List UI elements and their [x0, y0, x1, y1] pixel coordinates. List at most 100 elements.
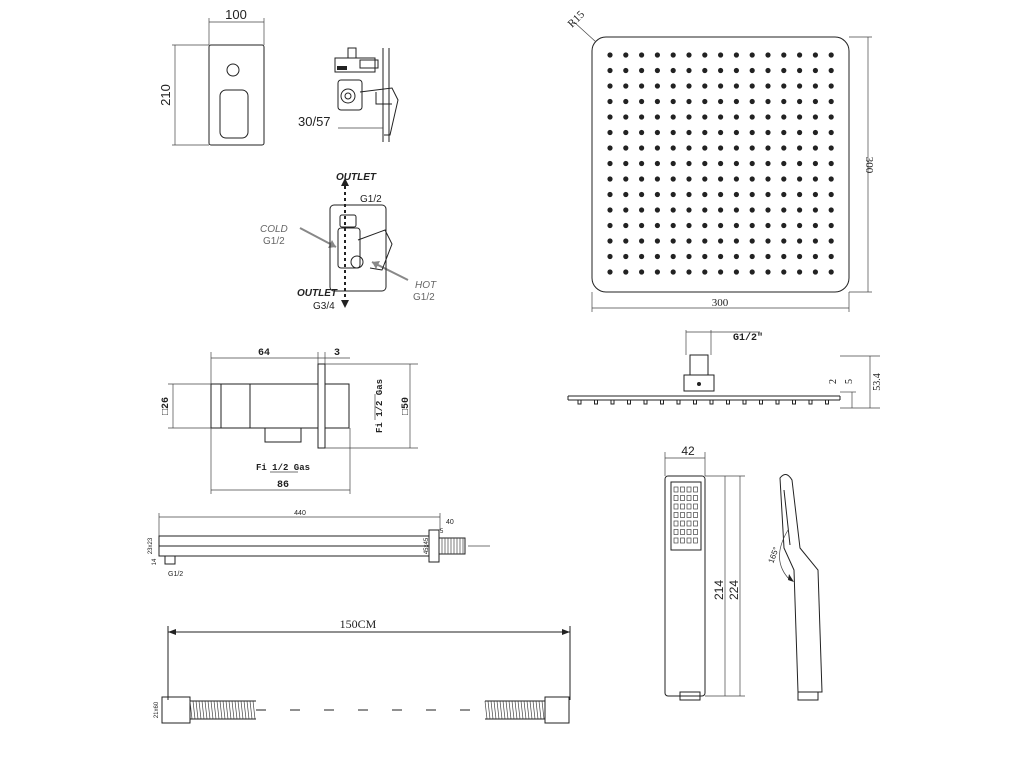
nozzle-dot: [607, 160, 613, 167]
hand-nozzle: [673, 520, 679, 527]
shower-arm-section: 23x23: [148, 537, 154, 554]
cold-size: G1/2: [263, 236, 285, 247]
nozzle-dot: [781, 176, 787, 182]
nozzle-dot: [812, 238, 819, 244]
nozzle-dot: [797, 129, 803, 136]
nozzle-dot: [781, 191, 787, 198]
nozzle-grid: [607, 52, 834, 275]
nozzle-dot: [670, 98, 676, 105]
nozzle-dot: [828, 160, 834, 167]
nozzle-dot: [654, 253, 661, 260]
nozzle-dot: [686, 176, 692, 182]
nozzle-dot: [765, 191, 771, 198]
hose-coil: [252, 700, 256, 720]
nozzle-dot: [686, 238, 692, 244]
nozzle-dot: [828, 269, 834, 275]
hose-coil: [228, 700, 232, 720]
hose-coil: [502, 700, 506, 720]
rain-head-width-label: 300: [712, 297, 729, 309]
hand-nozzle: [693, 495, 698, 501]
wall-outlet-length-total: 86: [277, 480, 289, 491]
rain-head-top-view: R15 300 300: [566, 8, 875, 312]
nozzle-dot: [765, 83, 771, 89]
side-nozzle: [808, 400, 813, 405]
nozzle-dot: [702, 98, 708, 105]
nozzle-dot: [623, 160, 629, 167]
hose-coil: [499, 700, 503, 720]
nozzle-dot: [607, 114, 613, 120]
nozzle-dot: [654, 98, 661, 105]
wall-outlet-square: □26: [161, 397, 172, 415]
outlet-top-size: G1/2: [360, 194, 382, 205]
nozzle-dot: [639, 176, 645, 182]
valve-depth-label: 30/57: [298, 114, 331, 129]
hose-coil: [234, 700, 238, 720]
hand-nozzle: [693, 503, 698, 510]
nozzle-dot: [654, 114, 661, 120]
nozzle-dot: [670, 222, 676, 229]
wall-outlet-side: □50: [401, 397, 412, 415]
nozzle-dot: [639, 98, 645, 105]
nozzle-dot: [718, 114, 724, 120]
nozzle-dot: [718, 222, 724, 229]
nozzle-dot: [670, 191, 676, 198]
nozzle-dot: [765, 160, 771, 167]
hand-nozzle: [673, 529, 679, 535]
side-nozzle: [610, 400, 615, 405]
hose-coil: [520, 700, 524, 720]
nozzle-dot: [828, 222, 834, 229]
hose-coil: [517, 700, 521, 720]
hand-shower-angle: 165°: [767, 546, 781, 565]
side-nozzle: [627, 400, 631, 405]
nozzle-dot: [828, 114, 834, 120]
rain-head-dim-total: 53.4: [872, 373, 883, 391]
nozzle-dot: [797, 269, 803, 275]
nozzle-dot: [623, 222, 629, 229]
outlet-bottom-size: G3/4: [313, 301, 335, 312]
side-nozzle: [792, 400, 796, 405]
nozzle-dot: [718, 253, 724, 260]
nozzle-dot: [670, 114, 676, 120]
nozzle-dot: [812, 114, 819, 120]
hose-coil: [240, 700, 244, 720]
wall-outlet-thread-side: Fi 1/2 Gas: [375, 379, 385, 433]
side-nozzle: [742, 400, 747, 405]
nozzle-dot: [812, 253, 819, 260]
nozzle-dot: [654, 145, 661, 151]
nozzle-dot: [607, 67, 613, 74]
side-nozzle: [693, 400, 697, 405]
hand-nozzle: [693, 537, 698, 544]
nozzle-dot: [623, 145, 629, 151]
nozzle-dot: [670, 269, 676, 275]
hose-coil: [204, 700, 208, 720]
nozzle-dot: [639, 145, 645, 151]
nozzle-dot: [702, 253, 708, 260]
nozzle-dot: [749, 253, 755, 260]
nozzle-dot: [812, 176, 819, 182]
nozzle-dot: [749, 67, 755, 74]
nozzle-dot: [749, 83, 755, 89]
nozzle-dot: [654, 67, 661, 74]
nozzle-dot: [639, 238, 645, 244]
nozzle-dot: [686, 191, 692, 198]
nozzle-dot: [607, 207, 613, 213]
nozzle-dot: [797, 98, 803, 105]
nozzle-dot: [828, 207, 834, 213]
nozzle-dot: [607, 191, 613, 198]
hand-nozzle: [673, 486, 679, 493]
nozzle-dot: [781, 269, 787, 275]
hose-coil: [195, 700, 199, 720]
hand-nozzle: [673, 512, 679, 518]
nozzle-dot: [797, 160, 803, 167]
nozzle-dot: [812, 83, 819, 89]
nozzle-dot: [812, 207, 819, 213]
side-nozzle: [759, 400, 763, 405]
nozzle-dot: [749, 160, 755, 167]
nozzle-dot: [718, 129, 724, 136]
nozzle-dot: [718, 160, 724, 167]
hose-coil: [207, 700, 211, 720]
nozzle-dot: [639, 207, 645, 213]
wall-outlet-flange: 3: [334, 348, 340, 359]
nozzle-dot: [828, 52, 834, 58]
nozzle-dot: [670, 145, 676, 151]
